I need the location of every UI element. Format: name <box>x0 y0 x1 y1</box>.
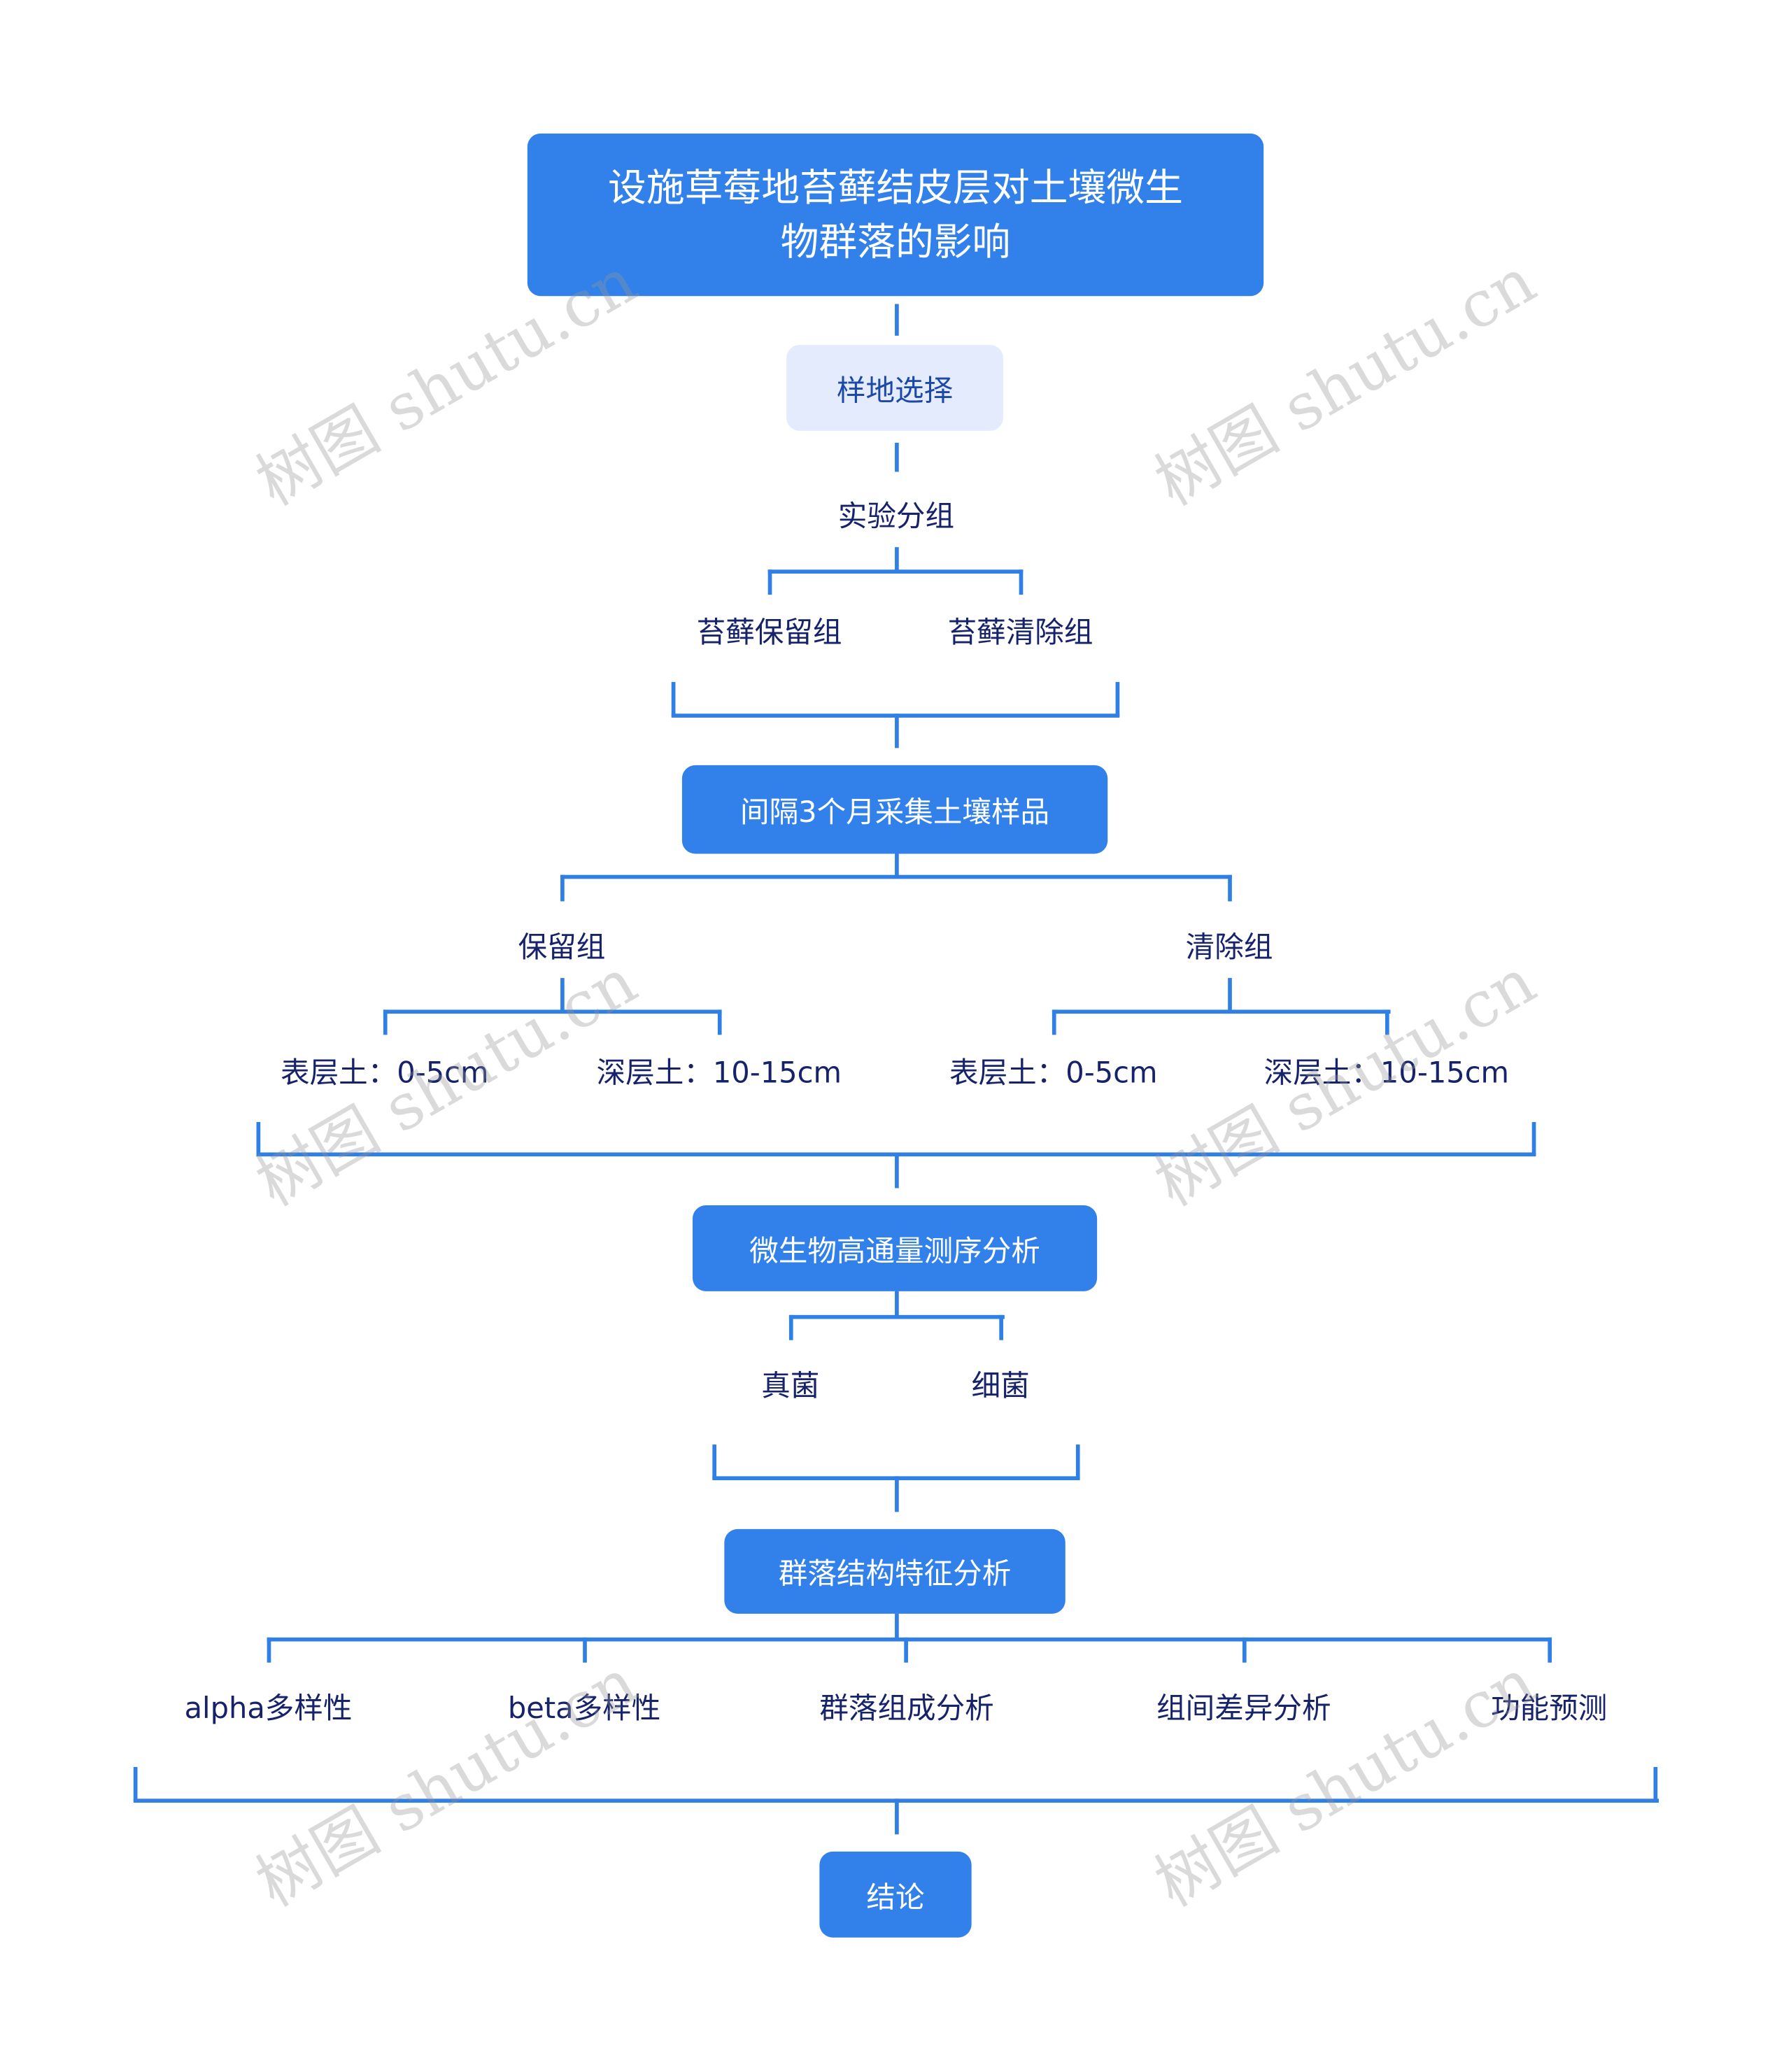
connector <box>1242 1637 1247 1663</box>
connector <box>267 1637 271 1663</box>
connector <box>895 1291 899 1318</box>
connector <box>788 1314 793 1340</box>
site-selection-node[interactable]: 样地选择 <box>786 345 1003 431</box>
connector <box>895 304 899 336</box>
alpha-diversity-node[interactable]: alpha多样性 <box>184 1693 353 1726</box>
connector <box>717 1009 722 1035</box>
bacteria-node[interactable]: 细菌 <box>971 1370 1030 1404</box>
sequencing-label: 微生物高通量测序分析 <box>749 1235 1040 1268</box>
connector <box>560 874 565 902</box>
function-prediction-node[interactable]: 功能预测 <box>1491 1693 1608 1726</box>
site-selection-label: 样地选择 <box>836 374 954 408</box>
bracket <box>1052 1009 1391 1014</box>
root-title-line2: 物群落的影响 <box>780 218 1011 264</box>
connector <box>1052 1009 1056 1035</box>
between-group-difference-node[interactable]: 组间差异分析 <box>1156 1693 1331 1726</box>
connector <box>999 1314 1003 1340</box>
bracket <box>788 1314 1005 1319</box>
connector <box>895 1476 899 1512</box>
connector <box>1019 569 1024 595</box>
community-node[interactable]: 群落结构特征分析 <box>724 1528 1066 1614</box>
watermark: 树图 shutu.cn <box>244 1645 649 1922</box>
conclusion-node[interactable]: 结论 <box>819 1851 972 1938</box>
connector <box>1548 1637 1552 1663</box>
connector <box>895 714 899 748</box>
removed-group-node[interactable]: 清除组 <box>1185 931 1273 965</box>
root-title-line1: 设施草莓地苔藓结皮层对土壤微生 <box>608 164 1183 210</box>
connector <box>671 681 676 717</box>
composition-analysis-node[interactable]: 群落组成分析 <box>819 1693 994 1726</box>
root-node[interactable]: 设施草莓地苔藓结皮层对土壤微生物群落的影响 <box>527 133 1264 297</box>
conclusion-label: 结论 <box>866 1881 925 1915</box>
connector <box>904 1637 908 1663</box>
bracket <box>383 1009 722 1014</box>
connector <box>1075 1445 1080 1480</box>
connector <box>1115 681 1120 717</box>
community-label: 群落结构特征分析 <box>778 1558 1012 1591</box>
connector <box>1531 1122 1536 1156</box>
bracket <box>560 874 1232 879</box>
fungi-node[interactable]: 真菌 <box>761 1370 820 1404</box>
moss-retained-node[interactable]: 苔藓保留组 <box>696 617 842 651</box>
connector <box>895 1798 899 1835</box>
connector <box>256 1122 261 1156</box>
connector <box>1385 1009 1389 1035</box>
sampling-node[interactable]: 间隔3个月采集土壤样品 <box>681 765 1108 854</box>
connector <box>712 1445 717 1480</box>
connector <box>895 1152 899 1188</box>
removed-surface-soil[interactable]: 表层土：0-5cm <box>949 1057 1158 1091</box>
connector <box>767 569 772 595</box>
bracket <box>767 569 1024 574</box>
connector <box>895 853 899 878</box>
grouping-node[interactable]: 实验分组 <box>837 501 955 534</box>
connector <box>583 1637 587 1663</box>
connector <box>1653 1766 1658 1802</box>
connector <box>895 1613 899 1640</box>
watermark: 树图 shutu.cn <box>1143 1645 1548 1922</box>
retained-deep-soil[interactable]: 深层土：10-15cm <box>596 1057 842 1091</box>
sampling-label: 间隔3个月采集土壤样品 <box>740 796 1050 830</box>
moss-removed-node[interactable]: 苔藓清除组 <box>947 617 1093 651</box>
removed-deep-soil[interactable]: 深层土：10-15cm <box>1263 1057 1510 1091</box>
connector <box>895 547 899 573</box>
connector <box>133 1766 138 1802</box>
connector <box>383 1009 388 1035</box>
bracket <box>267 1637 1552 1642</box>
beta-diversity-node[interactable]: beta多样性 <box>507 1693 661 1726</box>
connector <box>895 442 899 472</box>
retained-surface-soil[interactable]: 表层土：0-5cm <box>281 1057 489 1091</box>
retained-group-node[interactable]: 保留组 <box>518 931 606 965</box>
connector <box>1228 978 1232 1013</box>
sequencing-node[interactable]: 微生物高通量测序分析 <box>692 1205 1098 1291</box>
connector <box>560 978 565 1013</box>
connector <box>1228 874 1232 902</box>
